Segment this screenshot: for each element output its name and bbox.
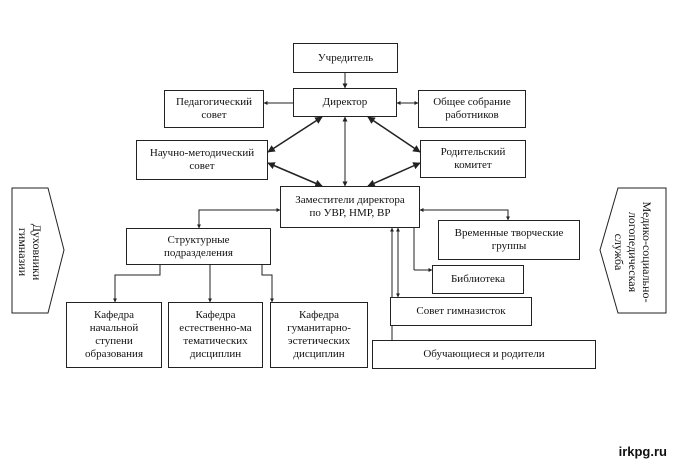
students-parents-box: Обучающиеся и родители [372, 340, 596, 369]
left-side-arrow [11, 187, 65, 314]
general-meeting-box: Общее собрание работников [418, 90, 526, 128]
deputies-box: Заместители директора по УВР, НМР, ВР [280, 186, 420, 228]
dept-primary-box: Кафедра начальной ступени образования [66, 302, 162, 368]
ped-council-box: Педагогический совет [164, 90, 264, 128]
dept-humanities-box: Кафедра гуманитарно- эстетических дисцип… [270, 302, 368, 368]
link-struct-dept-humanities [261, 265, 274, 303]
link-director-scicouncil [267, 116, 323, 153]
watermark-text: irkpg.ru [618, 444, 667, 459]
dept-science-box: Кафедра естественно-ма тематических дисц… [168, 302, 263, 368]
right-side-arrow [599, 187, 667, 314]
sci-council-box: Научно-методический совет [136, 140, 268, 180]
link-deputies-struct [197, 208, 281, 229]
student-council-box: Совет гимназисток [390, 297, 532, 326]
parent-committee-box: Родительский комитет [420, 140, 526, 178]
link-parents-deputies [367, 162, 421, 187]
struct-units-box: Структурные подразделения [126, 228, 271, 265]
right-side-label: Медико-социально- логопедическая служба [612, 201, 654, 303]
link-scicouncil-deputies [267, 162, 323, 187]
founder-box: Учредитель [293, 43, 398, 73]
temp-groups-box: Временные творческие группы [438, 220, 580, 260]
link-director-parents [367, 116, 421, 153]
library-box: Библиотека [432, 265, 524, 294]
left-side-label: Духовники гимназии [16, 223, 44, 281]
link-struct-dept-primary [113, 265, 161, 303]
link-deputies-tempgroups [419, 208, 510, 221]
director-box: Директор [293, 88, 397, 117]
